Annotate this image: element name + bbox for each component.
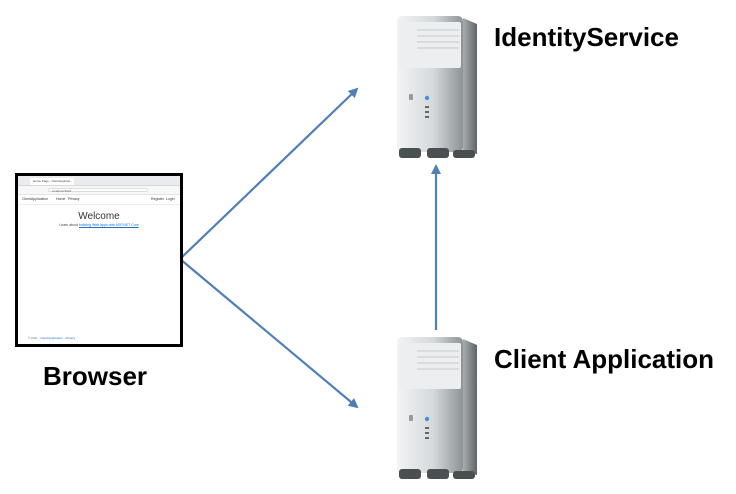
browser-address-bar: localhost:5001	[18, 186, 180, 195]
footer-privacy: Privacy	[65, 336, 76, 340]
browser-url: localhost:5001	[48, 188, 148, 193]
browser-window: Home Page - ClientApplicat... localhost:…	[15, 173, 183, 347]
footer-separator: -	[63, 336, 65, 340]
server-icon	[397, 16, 477, 158]
site-footer: © 2021 - ClientApplication - Privacy	[28, 336, 75, 340]
browser-tab: Home Page - ClientApplicat...	[30, 178, 74, 185]
site-heading: Welcome	[78, 211, 120, 222]
nav-login: Login	[166, 197, 175, 201]
site-navbar: ClientApplication Home Privacy Register …	[18, 195, 180, 205]
identityservice-label: IdentityService	[494, 22, 679, 52]
nav-privacy: Privacy	[68, 197, 80, 201]
site-brand: ClientApplication	[22, 197, 49, 201]
browser-label: Browser	[43, 361, 148, 391]
nav-home: Home	[56, 197, 66, 201]
server-icon	[397, 337, 477, 479]
edge-browser-to-client-application	[179, 258, 359, 409]
browser-tab-bar: Home Page - ClientApplicat...	[18, 176, 180, 186]
client-application-label: Client Application	[494, 344, 715, 374]
edge-browser-to-identityservice	[179, 87, 359, 260]
site-intro: Learn about building Web apps with ASP.N…	[18, 223, 180, 227]
nav-register: Register	[151, 197, 165, 201]
site-intro-link: building Web apps with ASP.NET Core	[78, 223, 139, 227]
footer-brand: ClientApplication	[40, 336, 63, 340]
footer-copyright: © 2021 -	[28, 336, 40, 340]
site-intro-text: Learn about	[59, 223, 78, 227]
